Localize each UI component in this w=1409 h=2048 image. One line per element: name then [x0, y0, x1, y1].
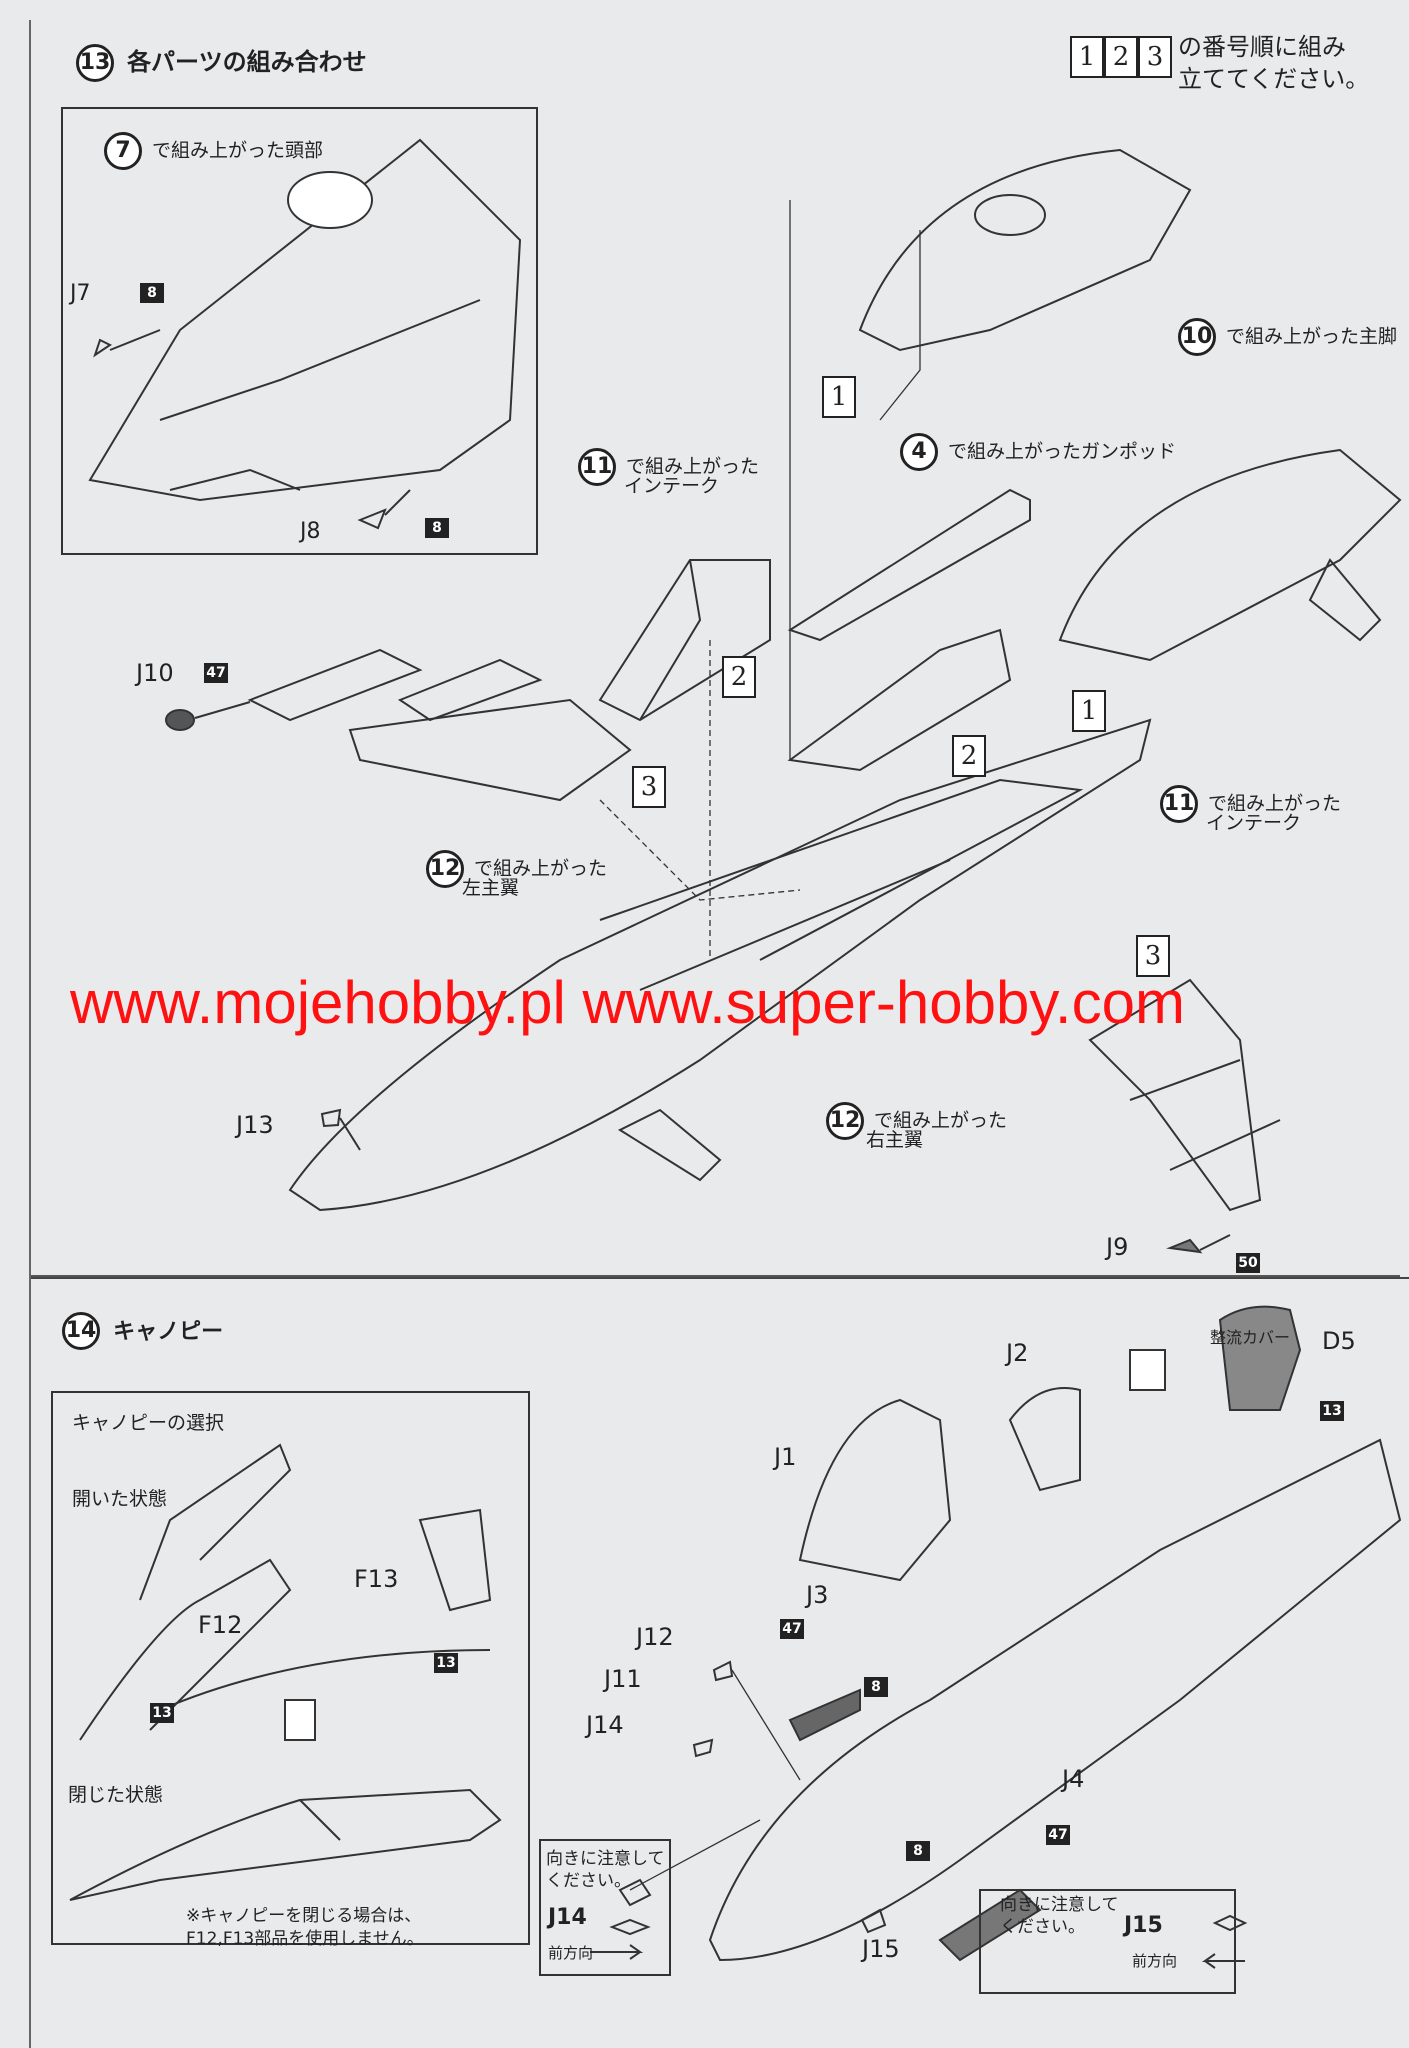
- diagram-step-1a: 1: [822, 376, 856, 418]
- part-j11: J11: [604, 1665, 642, 1693]
- color-8-d: 8: [906, 1838, 930, 1862]
- diagram-step-1b: 1: [1072, 690, 1106, 732]
- color-47-c: 47: [1046, 1822, 1070, 1846]
- canopy-note-2: F12,F13部品を使用しません。: [186, 1929, 424, 1949]
- color-13-c: 13: [1320, 1398, 1344, 1422]
- fairing-label: 整流カバー: [1210, 1328, 1291, 1347]
- part-j12: J12: [636, 1623, 674, 1651]
- callout-main-leg: 10 で組み上がった主脚: [1178, 318, 1397, 356]
- watermark: www.mojehobby.pl www.super-hobby.com: [70, 969, 1185, 1036]
- order-note-line1: の番号順に組み: [1178, 33, 1346, 61]
- order-note-line2: 立ててください。: [1178, 65, 1370, 93]
- part-j3: J3: [806, 1581, 829, 1609]
- color-8-c: 8: [864, 1674, 888, 1698]
- part-j9: J9: [1106, 1233, 1129, 1261]
- orient-note-r-1: 向きに注意して: [1000, 1895, 1119, 1915]
- diagram-step-2b: 2: [952, 735, 986, 777]
- diagram-step-2a: 2: [722, 656, 756, 698]
- callout-intake-right-2: インテーク: [1206, 812, 1302, 834]
- orient-note-l-2: ください。: [546, 1871, 631, 1891]
- orient-note-l-front: 前方向: [548, 1944, 594, 1962]
- order-step-2: 2: [1104, 36, 1138, 78]
- order-step-1: 1: [1070, 36, 1104, 78]
- part-j8: J8: [300, 519, 321, 544]
- part-f12: F12: [198, 1611, 243, 1639]
- color-13-b: 13: [150, 1700, 174, 1724]
- step14-title: キャノピー: [113, 1319, 224, 1345]
- color-47-a: 47: [204, 660, 228, 684]
- step13-number: 13: [76, 43, 114, 82]
- part-j2: J2: [1006, 1339, 1029, 1367]
- orient-note-r-front: 前方向: [1132, 1952, 1178, 1970]
- inset-head-callout: 7 で組み上がった頭部: [104, 132, 323, 170]
- order-step-3: 3: [1138, 36, 1172, 78]
- part-j13: J13: [236, 1111, 274, 1139]
- part-f13: F13: [354, 1565, 399, 1593]
- head-inset-frame: [61, 107, 538, 555]
- orient-note-r-part: J15: [1124, 1913, 1163, 1938]
- step13-header: 13 各パーツの組み合わせ: [76, 42, 367, 82]
- head-step-number: 7: [104, 132, 142, 170]
- part-j10: J10: [136, 659, 174, 687]
- callout-intake-right: 11 で組み上がった: [1160, 785, 1341, 823]
- callout-wing-left: 12 で組み上がった: [426, 850, 607, 888]
- part-d5: D5: [1322, 1327, 1356, 1355]
- canopy-selection-frame: [51, 1391, 530, 1945]
- closed-state-label: 閉じた状態: [68, 1784, 164, 1806]
- canopy-selection-title: キャノピーの選択: [72, 1412, 225, 1434]
- color-13-a: 13: [434, 1650, 458, 1674]
- part-j15: J15: [862, 1935, 900, 1963]
- step13-panel: [30, 25, 1400, 1277]
- canopy-note-1: ※キャノピーを閉じる場合は、: [186, 1906, 422, 1926]
- color-8-b: 8: [425, 515, 449, 539]
- part-j4: J4: [1062, 1765, 1085, 1793]
- callout-wing-left-2: 左主翼: [462, 877, 520, 899]
- callout-wing-right-2: 右主翼: [866, 1129, 924, 1151]
- step13-title: 各パーツの組み合わせ: [127, 48, 367, 76]
- color-50: 50: [1236, 1250, 1260, 1274]
- orient-note-l-1: 向きに注意して: [546, 1849, 665, 1869]
- head-callout-text: で組み上がった頭部: [152, 139, 324, 162]
- callout-gunpod: 4 で組み上がったガンポッド: [900, 433, 1176, 471]
- diagram-step-3b: 3: [1136, 935, 1170, 977]
- callout-intake-left: 11 で組み上がった: [578, 448, 759, 486]
- part-j14: J14: [586, 1711, 624, 1739]
- part-j1: J1: [774, 1443, 797, 1471]
- step14-number: 14: [62, 1312, 100, 1350]
- color-8-a: 8: [140, 280, 164, 304]
- open-state-label: 開いた状態: [72, 1488, 168, 1510]
- step14-header: 14 キャノピー: [62, 1312, 223, 1350]
- color-47-b: 47: [780, 1616, 804, 1640]
- callout-intake-left-2: インテーク: [624, 475, 720, 497]
- orient-note-r-2: ください。: [1000, 1917, 1085, 1937]
- orient-note-l-part: J14: [548, 1905, 587, 1930]
- part-j7: J7: [70, 281, 91, 306]
- diagram-step-3a: 3: [632, 766, 666, 808]
- callout-wing-right: 12 で組み上がった: [826, 1102, 1007, 1140]
